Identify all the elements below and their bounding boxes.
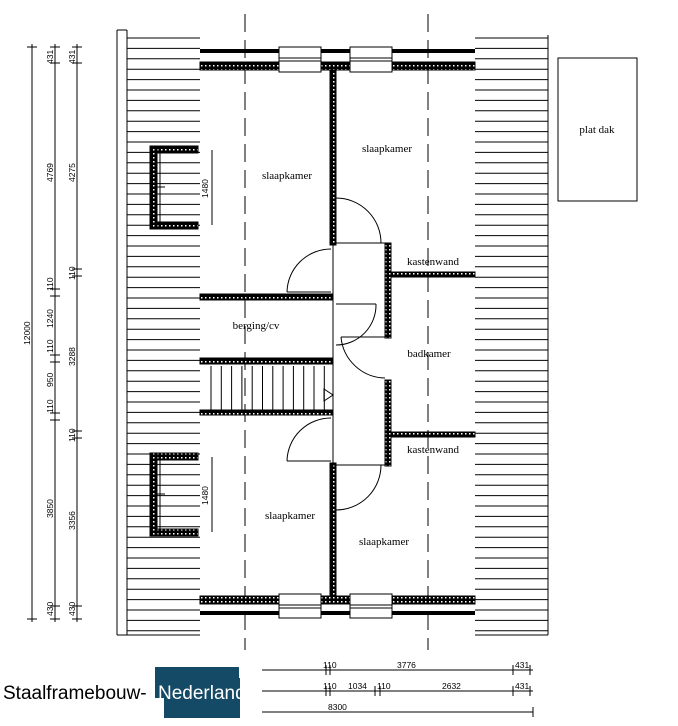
dim-b1-0: 110 [323, 660, 337, 670]
doors [286, 197, 386, 511]
dim-c3-1: 4275 [67, 163, 77, 182]
exterior-walls [199, 49, 476, 615]
dim-c3-2: 110 [67, 266, 77, 280]
room-label-bedroom-bottom-right: slaapkamer [359, 536, 409, 548]
dim-b2-3: 2632 [442, 681, 461, 691]
dim-c3-4: 110 [67, 428, 77, 442]
dim-c2-2: 110 [45, 277, 55, 291]
flat-roof: plat dak [557, 57, 638, 202]
dim-c3-5: 3356 [67, 511, 77, 530]
dim-b2-0: 110 [323, 681, 337, 691]
dim-c2-0: 431 [45, 50, 55, 64]
dim-b3-0: 8300 [328, 702, 347, 712]
dormer-top: 1480 [149, 145, 213, 230]
logo-text-part2: Nederland [158, 683, 246, 704]
dim-c3-0: 431 [67, 50, 77, 64]
roof-right [475, 35, 549, 636]
room-label-bedroom-bottom-left: slaapkamer [265, 510, 315, 522]
room-label-wardrobe-bottom: kastenwand [407, 444, 459, 456]
dim-c2-3: 1240 [45, 309, 55, 328]
dim-c2-5: 950 [45, 373, 55, 387]
dim-c3-6: 430 [67, 602, 77, 616]
dim-b1-2: 431 [515, 660, 529, 670]
dormer-bottom: 1480 [149, 452, 213, 537]
company-logo: Staalframebouw- Nederland [3, 667, 246, 718]
windows [278, 46, 393, 619]
dim-b2-1: 1034 [348, 681, 367, 691]
logo-text-part1: Staalframebouw- [3, 683, 147, 704]
room-label-wardrobe-top: kastenwand [407, 256, 459, 268]
dormer-width-top: 1480 [200, 179, 210, 198]
dim-c2-1: 4769 [45, 163, 55, 182]
room-label-bedroom-top-right: slaapkamer [362, 143, 412, 155]
axis-lines [244, 14, 429, 650]
dormer-width-bottom: 1480 [200, 486, 210, 505]
room-label-bedroom-top-left: slaapkamer [262, 170, 312, 182]
dim-b2-4: 431 [515, 681, 529, 691]
flat-roof-label: plat dak [579, 124, 615, 136]
dim-c3-3: 3288 [67, 347, 77, 366]
staircase [200, 363, 334, 410]
dimensions-bottom: 110 3776 431 110 1034 110 2632 431 8300 [262, 660, 534, 717]
dim-c2-6: 110 [45, 399, 55, 413]
room-label-storage: berging/cv [233, 320, 280, 332]
dim-b2-2: 110 [377, 681, 391, 691]
roof-left [116, 29, 200, 636]
dim-c2-4: 110 [45, 339, 55, 353]
dimensions-left: 12000 431 4769 110 1240 110 950 110 3850… [22, 44, 82, 622]
dim-b1-1: 3776 [397, 660, 416, 670]
dim-c2-7: 3850 [45, 499, 55, 518]
dim-c2-8: 430 [45, 602, 55, 616]
interior-walls [199, 69, 476, 597]
dim-total: 12000 [22, 321, 32, 345]
room-label-bathroom: badkamer [407, 348, 451, 360]
